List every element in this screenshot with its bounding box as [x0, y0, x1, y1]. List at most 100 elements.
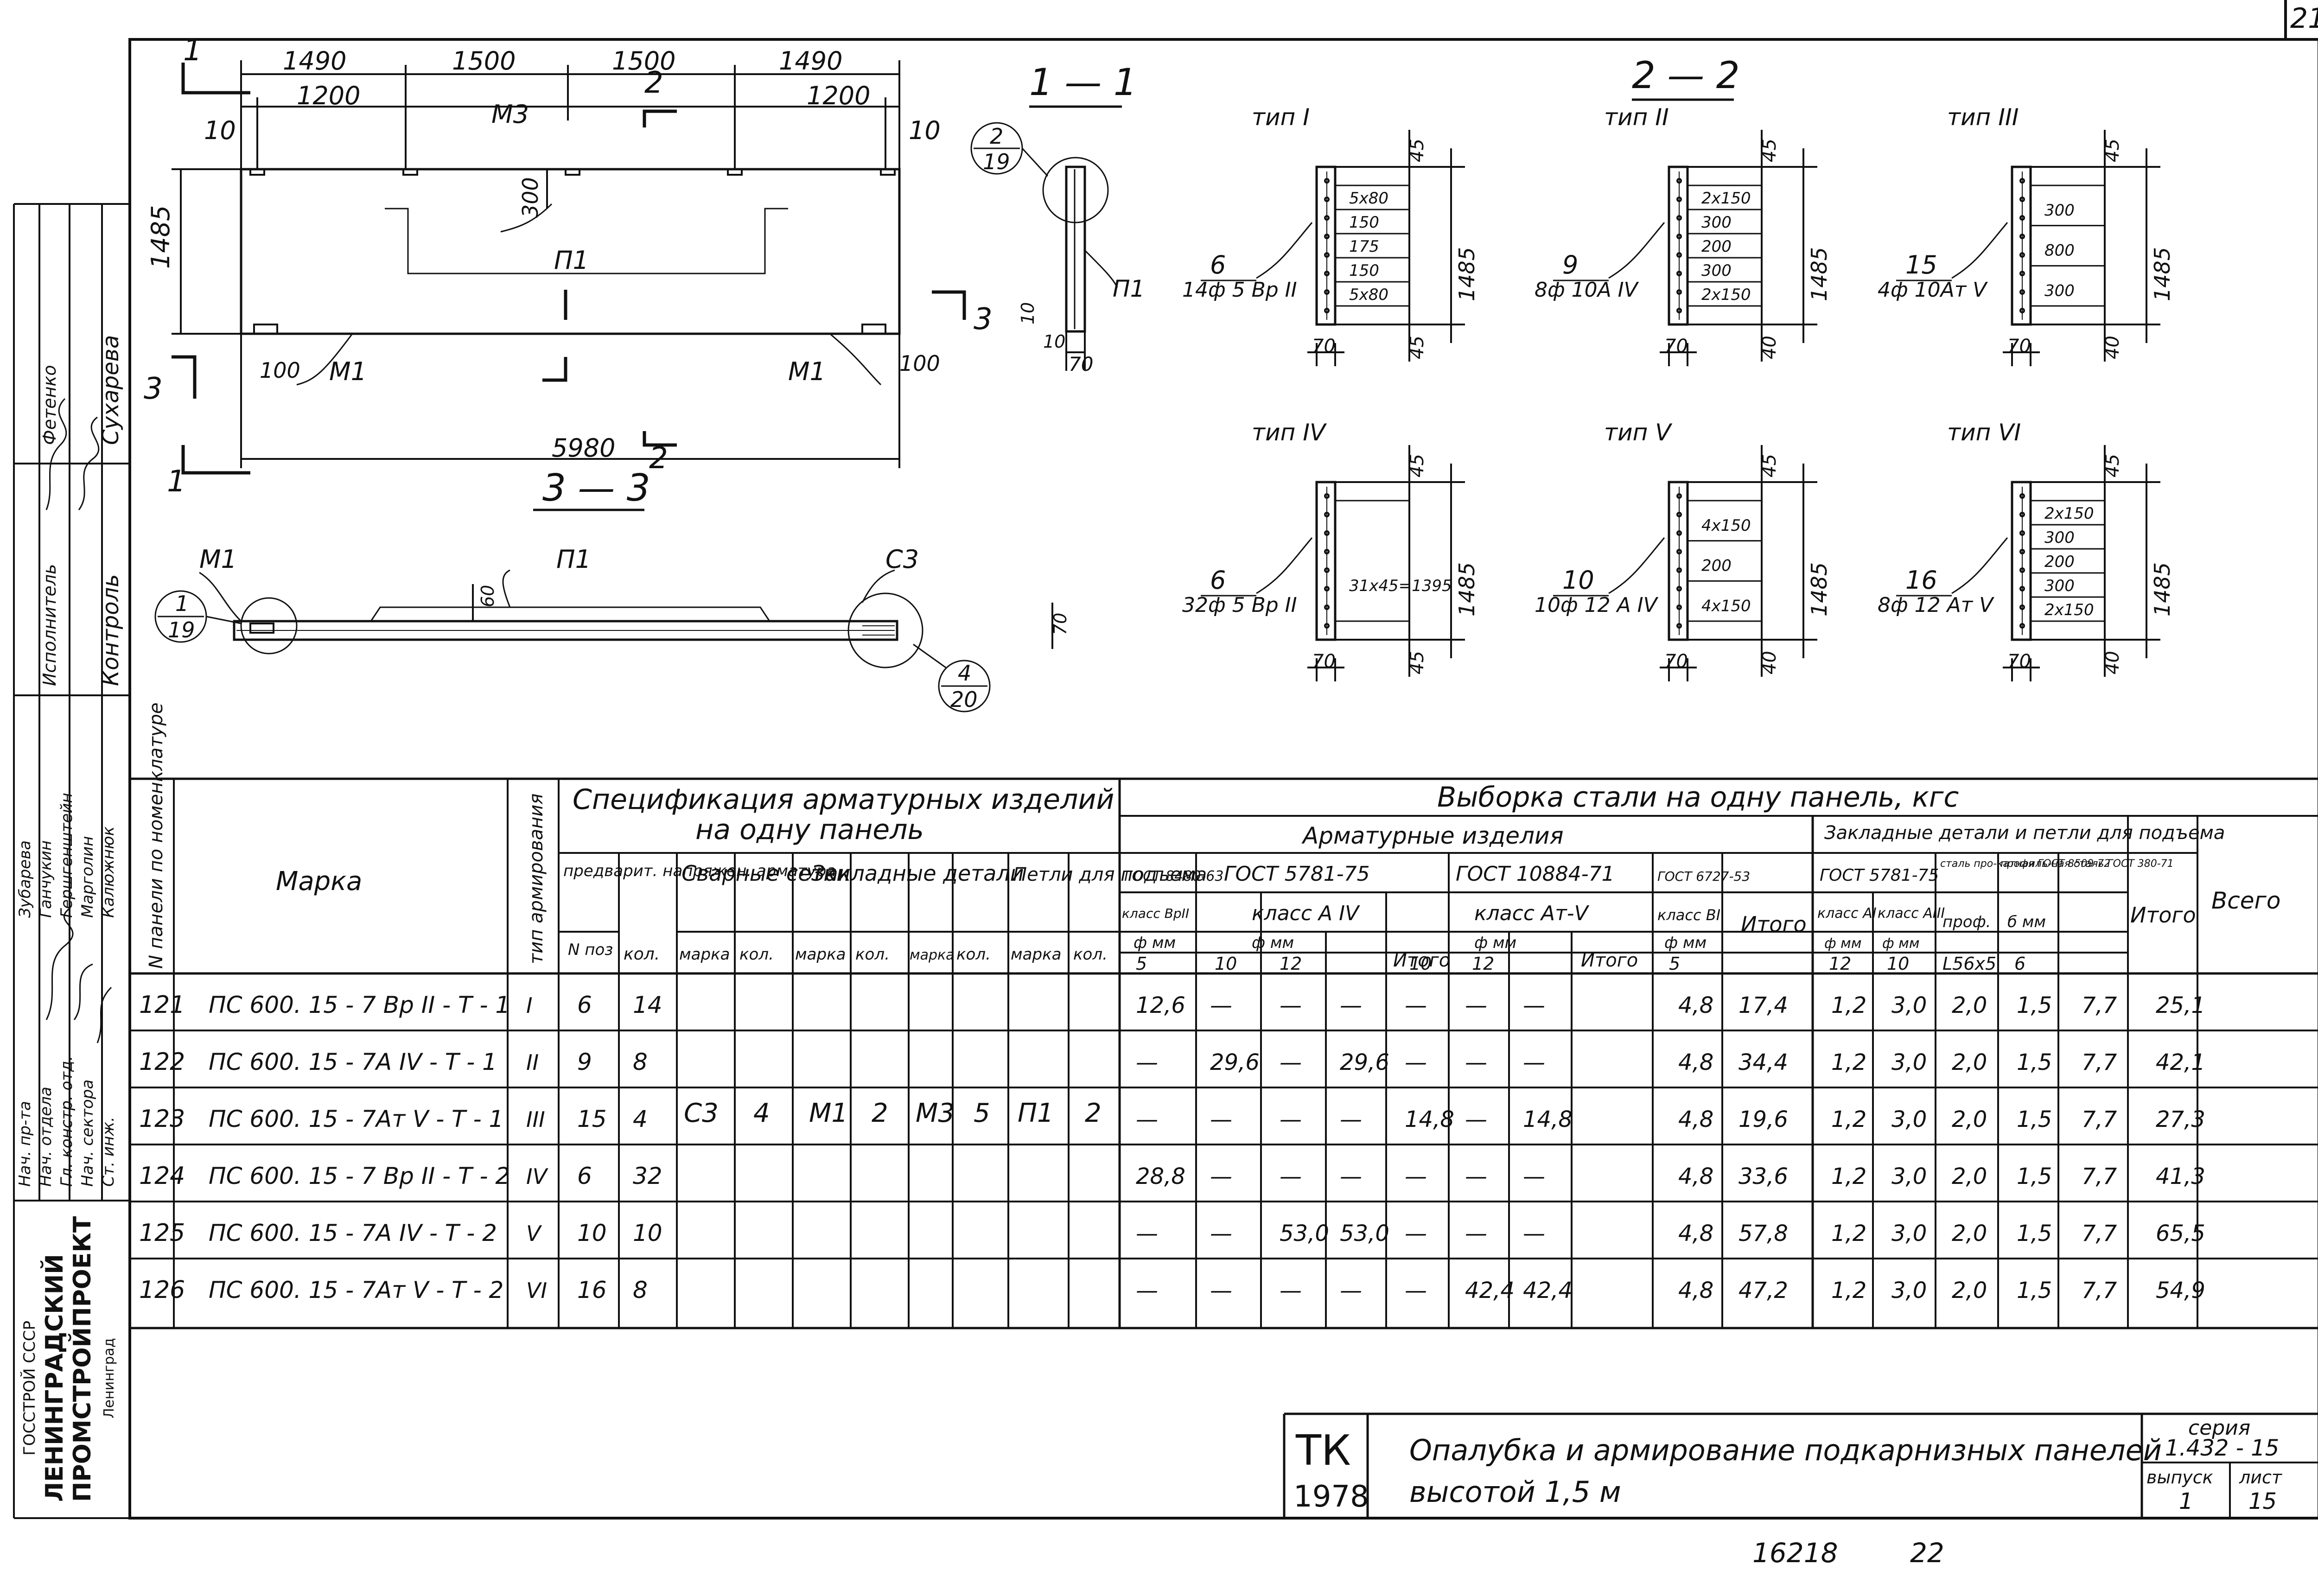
- row-value-5: —: [1405, 1164, 1427, 1189]
- h-itogo-a4: Итого: [1393, 950, 1450, 971]
- row-value-1: —: [1136, 1278, 1158, 1304]
- cut-2-bottom: 2: [649, 441, 668, 476]
- control-name-2: Фетенко: [39, 365, 60, 445]
- type-6-dim-1: 2х150: [2044, 504, 2094, 523]
- dim-1500-a: 1500: [452, 46, 516, 76]
- row-kol: 10: [633, 1220, 662, 1246]
- name-1: Зубарева: [16, 840, 34, 918]
- role-3: Гл. констр. отд.: [57, 1056, 76, 1187]
- dim-1200-b: 1200: [807, 81, 870, 110]
- type-6-dim-5: 2х150: [2044, 601, 2094, 619]
- row-value-5: —: [1405, 1221, 1427, 1246]
- row-value-8: 4,8: [1678, 1106, 1713, 1132]
- type-3-dim-1: 300: [2044, 201, 2075, 220]
- control-name-1: Сухарева: [98, 335, 124, 445]
- section-1-d10b: 10: [1043, 331, 1065, 352]
- subdiam-5: 12: [1472, 954, 1494, 974]
- row-marka: ПС 600. 15 - 7А IV - Т - 1: [209, 1049, 497, 1075]
- row-number: 125: [139, 1219, 185, 1247]
- tk-year: 1978: [1293, 1480, 1369, 1514]
- row-poz: 10: [577, 1220, 607, 1246]
- row-kol: 4: [633, 1106, 648, 1132]
- dim-1490-a: 1490: [283, 46, 346, 76]
- cut-1-bottom: 1: [167, 464, 186, 499]
- h-svar: Сварные сетки: [681, 861, 850, 886]
- h-tip: тип армирования: [526, 794, 547, 964]
- type-4-height: 1485: [1454, 562, 1479, 617]
- row-value-10: 1,2: [1831, 1164, 1866, 1189]
- merged-svar-marka: С3: [684, 1098, 719, 1128]
- h-klass-at5: класс Ат-V: [1474, 902, 1590, 925]
- type-1-top: 45: [1407, 139, 1428, 162]
- type-3-bar: 4ф 10Ат V: [1878, 278, 1988, 302]
- type-title-6: тип VI: [1947, 419, 2021, 446]
- row-tip: I: [526, 993, 533, 1018]
- row-value-3: —: [1280, 1278, 1302, 1304]
- row-value-12: 2,0: [1952, 992, 1987, 1018]
- row-value-9: 47,2: [1738, 1278, 1788, 1304]
- h-gost8480: ГОСТ 8480-63: [1124, 868, 1223, 884]
- row-value-2: 29,6: [1210, 1049, 1260, 1075]
- row-value-11: 3,0: [1891, 992, 1927, 1018]
- type-1-pos: 6: [1210, 250, 1226, 280]
- row-value-6: —: [1465, 1049, 1487, 1075]
- h-klass-bp: класс ВрII: [1122, 906, 1189, 921]
- type-6-top: 45: [2102, 454, 2123, 477]
- row-value-8: 4,8: [1678, 1278, 1713, 1304]
- row-tip: VI: [526, 1278, 547, 1303]
- cut-1-top: 1: [183, 33, 202, 68]
- row-value-13: 1,5: [2017, 1164, 2052, 1189]
- type-5-width: 70: [1664, 651, 1688, 672]
- row-value-3: —: [1280, 1049, 1302, 1075]
- row-value-5: 14,8: [1405, 1106, 1454, 1132]
- type-5-height: 1485: [1807, 562, 1832, 617]
- row-value-7: 14,8: [1523, 1106, 1573, 1132]
- row-value-2: —: [1210, 992, 1232, 1018]
- row-value-13: 1,5: [2017, 1106, 2052, 1132]
- merged-z2-kol: 5: [974, 1098, 990, 1128]
- dim-300: 300: [518, 177, 543, 218]
- type-5-pos: 10: [1562, 566, 1594, 595]
- name-5: Калюжнюк: [99, 826, 118, 918]
- role-5: Ст. инж.: [99, 1117, 118, 1187]
- row-value-13: 1,5: [2017, 992, 2052, 1018]
- row-poz: 6: [577, 1163, 592, 1189]
- type-6-pos: 16: [1905, 566, 1937, 595]
- row-poz: 6: [577, 992, 592, 1018]
- row-kol: 32: [633, 1163, 662, 1189]
- type-4-pos: 6: [1210, 566, 1226, 595]
- row-value-10: 1,2: [1831, 992, 1866, 1018]
- subdiam-3: 12: [1280, 954, 1302, 974]
- sample-title: Выборка стали на одну панель, кгс: [1437, 781, 1959, 814]
- h-zakl2: Закладные детали и петли для подъема: [1824, 822, 2225, 844]
- row-value-13: 1,5: [2017, 1278, 2052, 1304]
- h-kol-4: кол.: [956, 945, 991, 964]
- type-3-dim-3: 300: [2044, 281, 2075, 300]
- row-value-5: —: [1405, 1278, 1427, 1304]
- title-block-texts: ТК 1978 Опалубка и армирование подкарниз…: [1293, 1416, 2283, 1514]
- section-3-c3: С3: [885, 545, 919, 574]
- h-fmm-6: ф мм: [1882, 935, 1919, 952]
- type-title-4: тип IV: [1252, 419, 1327, 446]
- dim-1490-b: 1490: [779, 46, 842, 76]
- row-value-11: 3,0: [1891, 1049, 1927, 1075]
- dim-1500-b: 1500: [612, 46, 675, 76]
- spec-table-header-texts: Спецификация арматурных изделий на одну …: [146, 703, 2280, 971]
- h-fmm-1: ф мм: [1134, 934, 1176, 952]
- type-title-1: тип I: [1252, 104, 1310, 131]
- label-m1-left: М1: [329, 357, 367, 386]
- h-gost6727: ГОСТ 6727-53: [1657, 869, 1750, 884]
- row-value-12: 2,0: [1952, 1106, 1987, 1132]
- type-5-top: 45: [1759, 454, 1780, 477]
- type-6-dim-4: 300: [2044, 577, 2075, 595]
- h-prof: проф.: [1942, 913, 1991, 931]
- vypusk-value: 1: [2179, 1488, 2193, 1514]
- section-1-d10: 10: [1018, 302, 1038, 324]
- row-value-11: 3,0: [1891, 1278, 1927, 1304]
- row-value-14: 7,7: [2082, 1049, 2117, 1075]
- name-3: Гершгенштейн: [57, 793, 76, 918]
- type-1-bottom: 45: [1407, 336, 1428, 359]
